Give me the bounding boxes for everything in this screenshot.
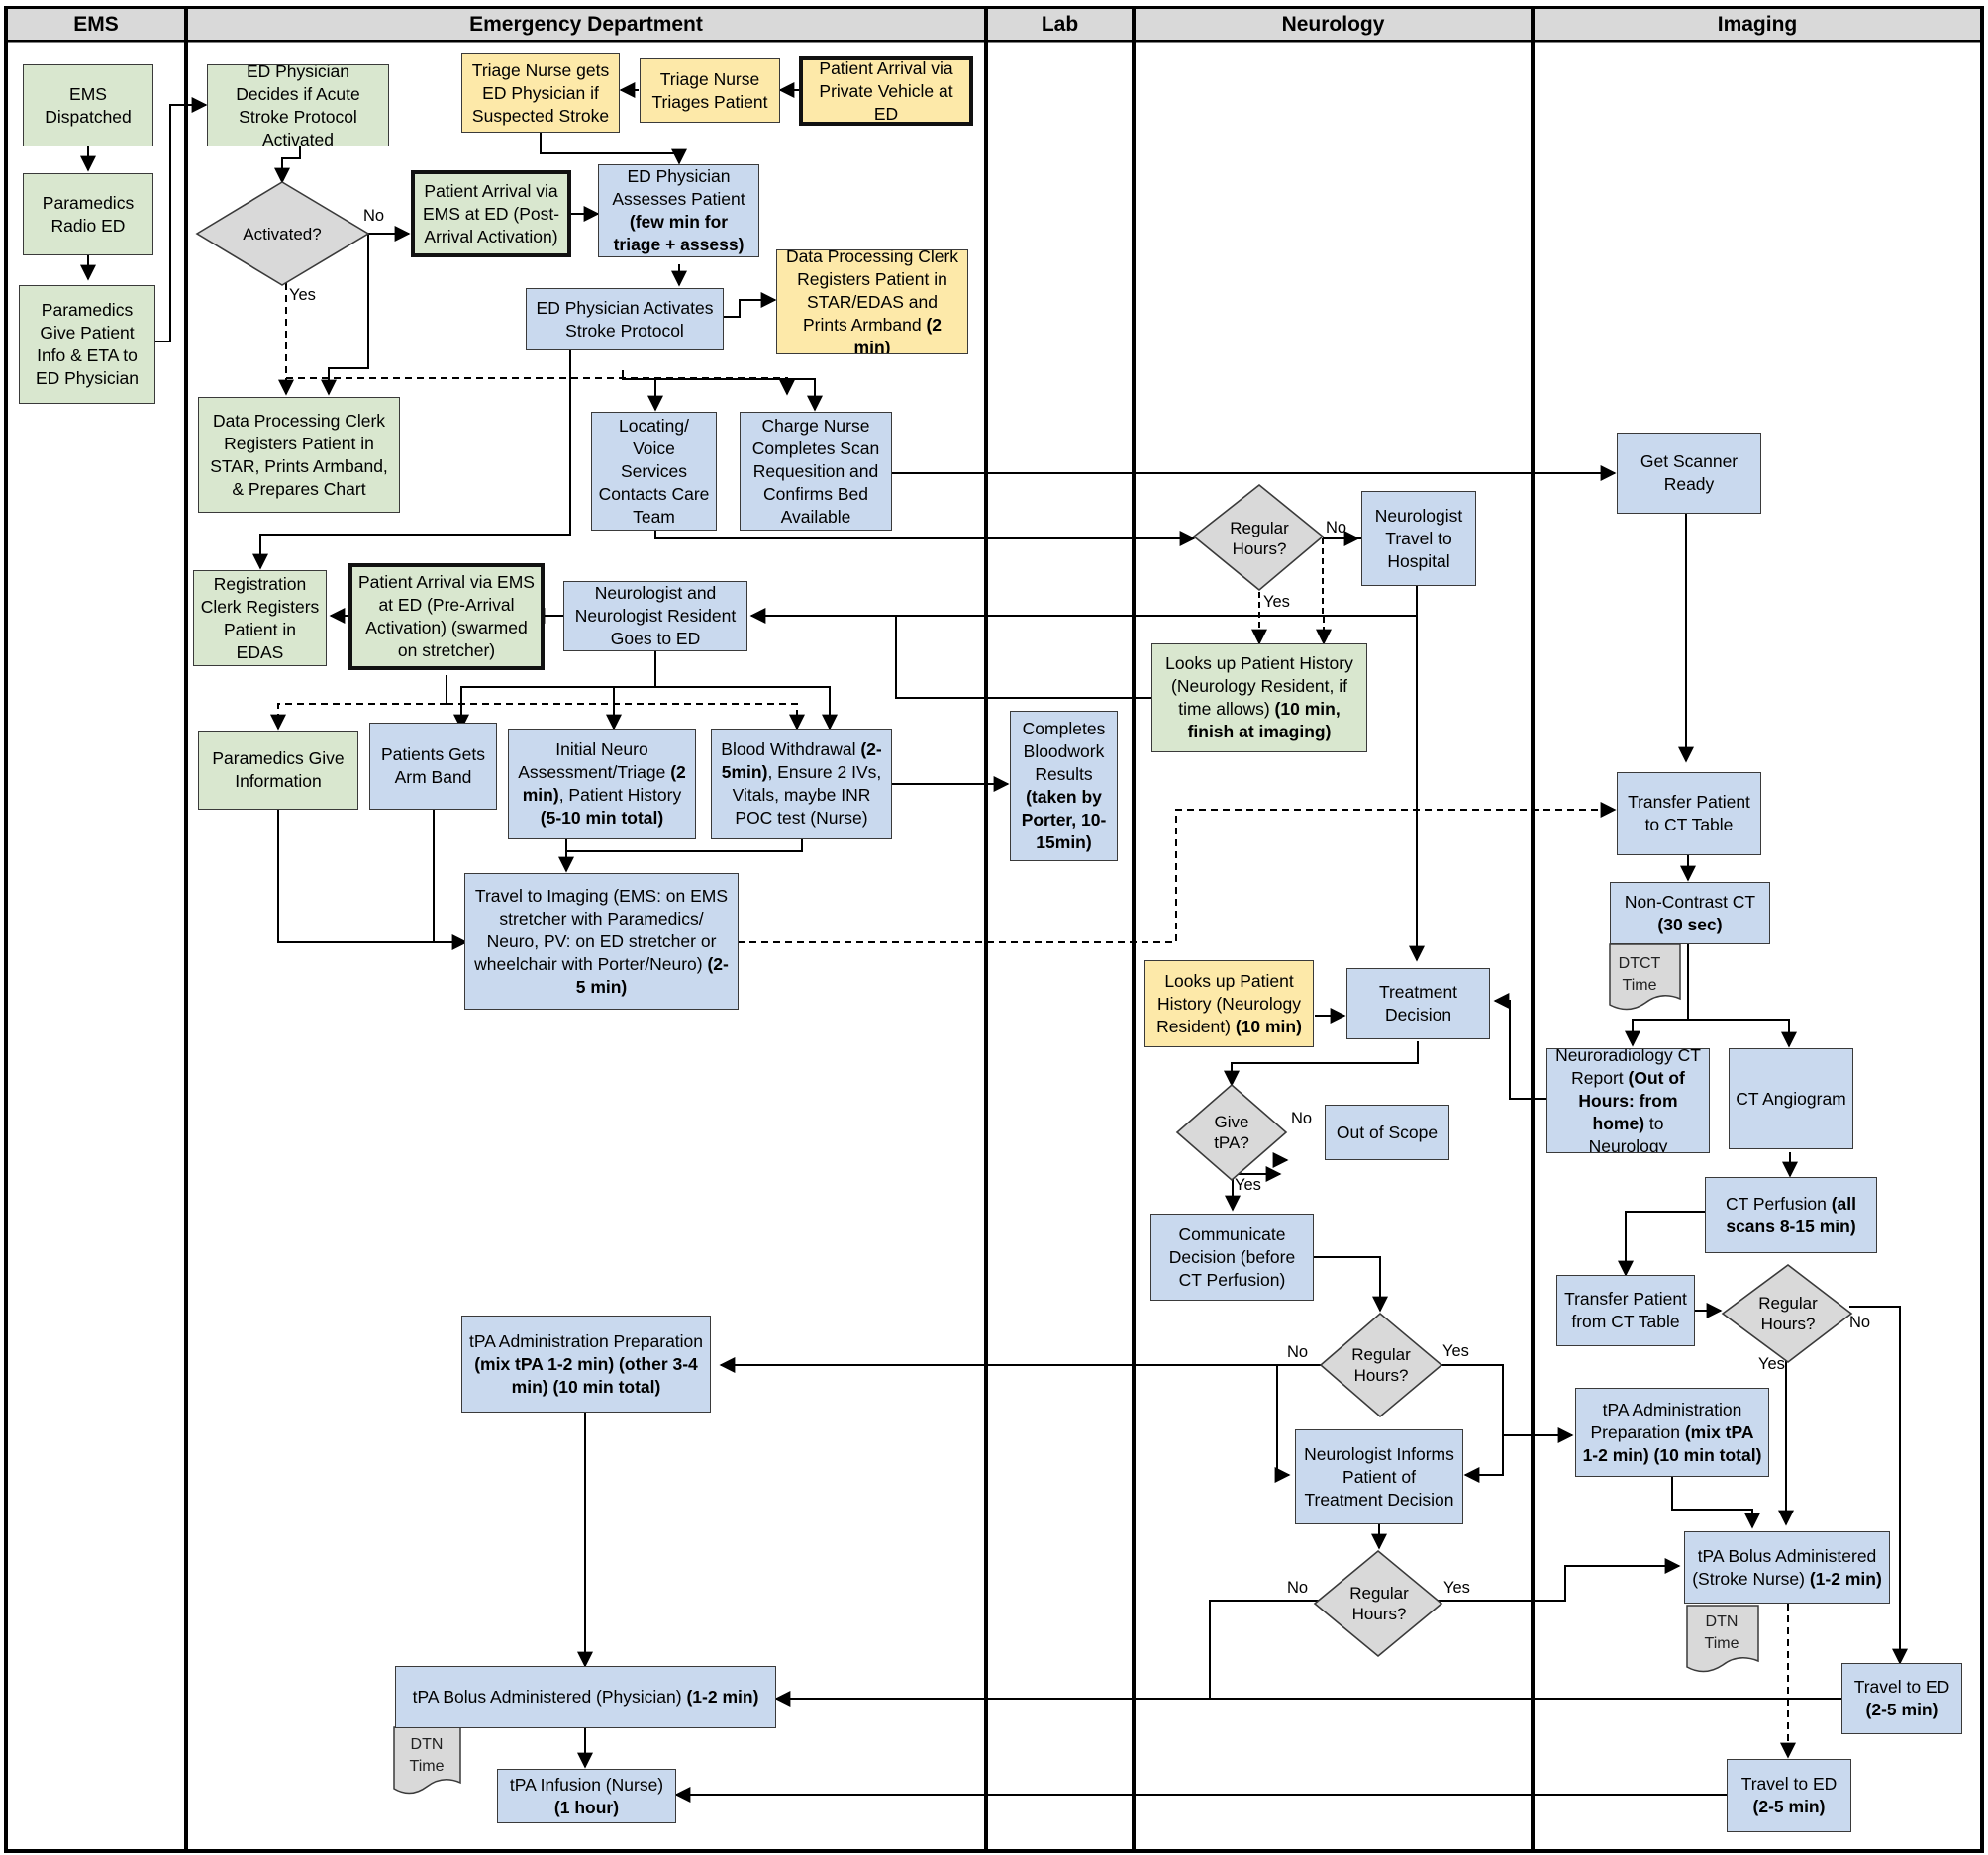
start-patient-arrival-ems-post-activation: Patient Arrival via EMS at ED (Post-Arri… xyxy=(411,170,571,257)
lane-header-imaging: Imaging xyxy=(1535,9,1980,40)
document-dtn-time-imaging: DTN Time xyxy=(1704,1613,1740,1652)
decision-diamond xyxy=(1319,1312,1443,1418)
process-neurologist-goes-to-ed: Neurologist and Neurologist Resident Goe… xyxy=(563,581,747,651)
edge-label-no: No xyxy=(1849,1314,1871,1331)
process-tpa-preparation-imaging: tPA Administration Preparation (mix tPA … xyxy=(1575,1388,1769,1477)
process-paramedics-give-information: Paramedics Give Information xyxy=(198,731,358,810)
decision-diamond xyxy=(1313,1549,1443,1658)
decision-regular-hours-imaging-label: Regular Hours? xyxy=(1758,1294,1818,1333)
edge-label-no: No xyxy=(363,207,385,225)
process-ed-physician-decides: ED Physician Decides if Acute Stroke Pro… xyxy=(207,64,389,146)
decision-give-tpa-label: Give tPA? xyxy=(1214,1113,1249,1152)
document-dtn-time-ed: DTN Time xyxy=(409,1736,445,1775)
process-completes-bloodwork: Completes Bloodwork Results (taken by Po… xyxy=(1010,711,1118,861)
process-locating-voice-services: Locating/ Voice Services Contacts Care T… xyxy=(591,412,717,531)
process-communicate-decision: Communicate Decision (before CT Perfusio… xyxy=(1150,1214,1314,1301)
start-patient-arrival-ems-pre-activation: Patient Arrival via EMS at ED (Pre-Arriv… xyxy=(348,563,545,670)
process-triage-nurse-gets-physician: Triage Nurse gets ED Physician if Suspec… xyxy=(461,53,620,133)
decision-activated-label: Activated? xyxy=(243,224,322,244)
process-transfer-to-ct-table: Transfer Patient to CT Table xyxy=(1617,772,1761,855)
process-ed-physician-activates-protocol: ED Physician Activates Stroke Protocol xyxy=(526,288,724,350)
process-tpa-preparation-ed: tPA Administration Preparation (mix tPA … xyxy=(461,1316,711,1413)
lane-header-lab: Lab xyxy=(988,9,1132,40)
process-looks-up-history-resident: Looks up Patient History (Neurology Resi… xyxy=(1144,960,1314,1047)
edge-label-yes: Yes xyxy=(1443,1579,1470,1597)
lane-header-ems: EMS xyxy=(8,9,184,40)
process-travel-to-ed-after-bolus: Travel to ED (2-5 min) xyxy=(1727,1759,1851,1832)
edge-label-yes: Yes xyxy=(1235,1176,1261,1194)
edge-label-no: No xyxy=(1287,1343,1309,1361)
process-non-contrast-ct: Non-Contrast CT (30 sec) xyxy=(1610,882,1770,944)
document-shape xyxy=(1686,1605,1759,1673)
process-triage-nurse-triages: Triage Nurse Triages Patient xyxy=(640,58,780,123)
process-paramedics-radio-ed: Paramedics Radio ED xyxy=(23,173,153,255)
process-neuroradiology-ct-report: Neuroradiology CT Report (Out of Hours: … xyxy=(1546,1048,1710,1153)
edge-label-no: No xyxy=(1326,519,1347,537)
process-neurologist-travel-to-hospital: Neurologist Travel to Hospital xyxy=(1361,491,1476,586)
edge-label-yes: Yes xyxy=(1758,1355,1785,1373)
document-shape xyxy=(1609,943,1681,1011)
lane-header-emergency-department: Emergency Department xyxy=(188,9,984,40)
process-data-clerk-star-edas: Data Processing Clerk Registers Patient … xyxy=(776,249,968,354)
process-ed-physician-assesses: ED Physician Assesses Patient (few min f… xyxy=(598,164,759,257)
edge-label-yes: Yes xyxy=(1263,593,1290,611)
decision-regular-hours-communicate-label: Regular Hours? xyxy=(1351,1345,1411,1385)
document-shape xyxy=(393,1726,461,1795)
document-dtct-time: DTCT Time xyxy=(1618,955,1661,994)
process-initial-neuro-assessment: Initial Neuro Assessment/Triage (2 min),… xyxy=(508,729,696,839)
process-blood-withdrawal: Blood Withdrawal (2-5min), Ensure 2 IVs,… xyxy=(711,729,892,839)
edge-label-no: No xyxy=(1287,1579,1309,1597)
process-ems-dispatched: EMS Dispatched xyxy=(23,64,153,146)
decision-regular-hours-inform-label: Regular Hours? xyxy=(1349,1584,1409,1623)
end-out-of-scope: Out of Scope xyxy=(1325,1105,1449,1160)
lane-header-neurology: Neurology xyxy=(1136,9,1531,40)
process-paramedics-give-patient-info: Paramedics Give Patient Info & ETA to ED… xyxy=(19,285,155,404)
process-charge-nurse-scan-requisition: Charge Nurse Completes Scan Requesition … xyxy=(740,412,892,531)
decision-diamond xyxy=(1192,483,1325,592)
edge-label-no: No xyxy=(1291,1110,1313,1127)
process-data-clerk-prepares-chart: Data Processing Clerk Registers Patient … xyxy=(198,397,400,513)
start-patient-arrival-private-vehicle: Patient Arrival via Private Vehicle at E… xyxy=(799,56,973,126)
process-tpa-bolus-stroke-nurse: tPA Bolus Administered (Stroke Nurse) (1… xyxy=(1684,1531,1890,1604)
decision-diamond xyxy=(1721,1263,1853,1364)
process-ct-angiogram: CT Angiogram xyxy=(1729,1048,1853,1149)
decision-diamond xyxy=(1175,1083,1288,1182)
process-get-scanner-ready: Get Scanner Ready xyxy=(1617,433,1761,514)
process-registration-clerk-edas: Registration Clerk Registers Patient in … xyxy=(193,570,327,666)
process-travel-to-imaging: Travel to Imaging (EMS: on EMS stretcher… xyxy=(464,873,739,1010)
decision-diamond xyxy=(195,181,370,286)
process-looks-up-history-if-time: Looks up Patient History (Neurology Resi… xyxy=(1151,643,1367,752)
edge-label-yes: Yes xyxy=(1442,1342,1469,1360)
end-tpa-infusion-nurse: tPA Infusion (Nurse) (1 hour) xyxy=(497,1769,676,1823)
process-ct-perfusion: CT Perfusion (all scans 8-15 min) xyxy=(1705,1177,1877,1253)
process-neurologist-informs-patient: Neurologist Informs Patient of Treatment… xyxy=(1295,1429,1463,1524)
process-transfer-from-ct-table: Transfer Patient from CT Table xyxy=(1556,1275,1695,1346)
process-travel-to-ed-regular: Travel to ED (2-5 min) xyxy=(1841,1663,1962,1734)
process-tpa-bolus-physician: tPA Bolus Administered (Physician) (1-2 … xyxy=(395,1666,776,1728)
decision-regular-hours-neurology-label: Regular Hours? xyxy=(1230,519,1289,558)
process-patient-gets-arm-band: Patients Gets Arm Band xyxy=(369,723,497,810)
edge-label-yes: Yes xyxy=(289,286,316,304)
process-treatment-decision: Treatment Decision xyxy=(1346,968,1490,1039)
